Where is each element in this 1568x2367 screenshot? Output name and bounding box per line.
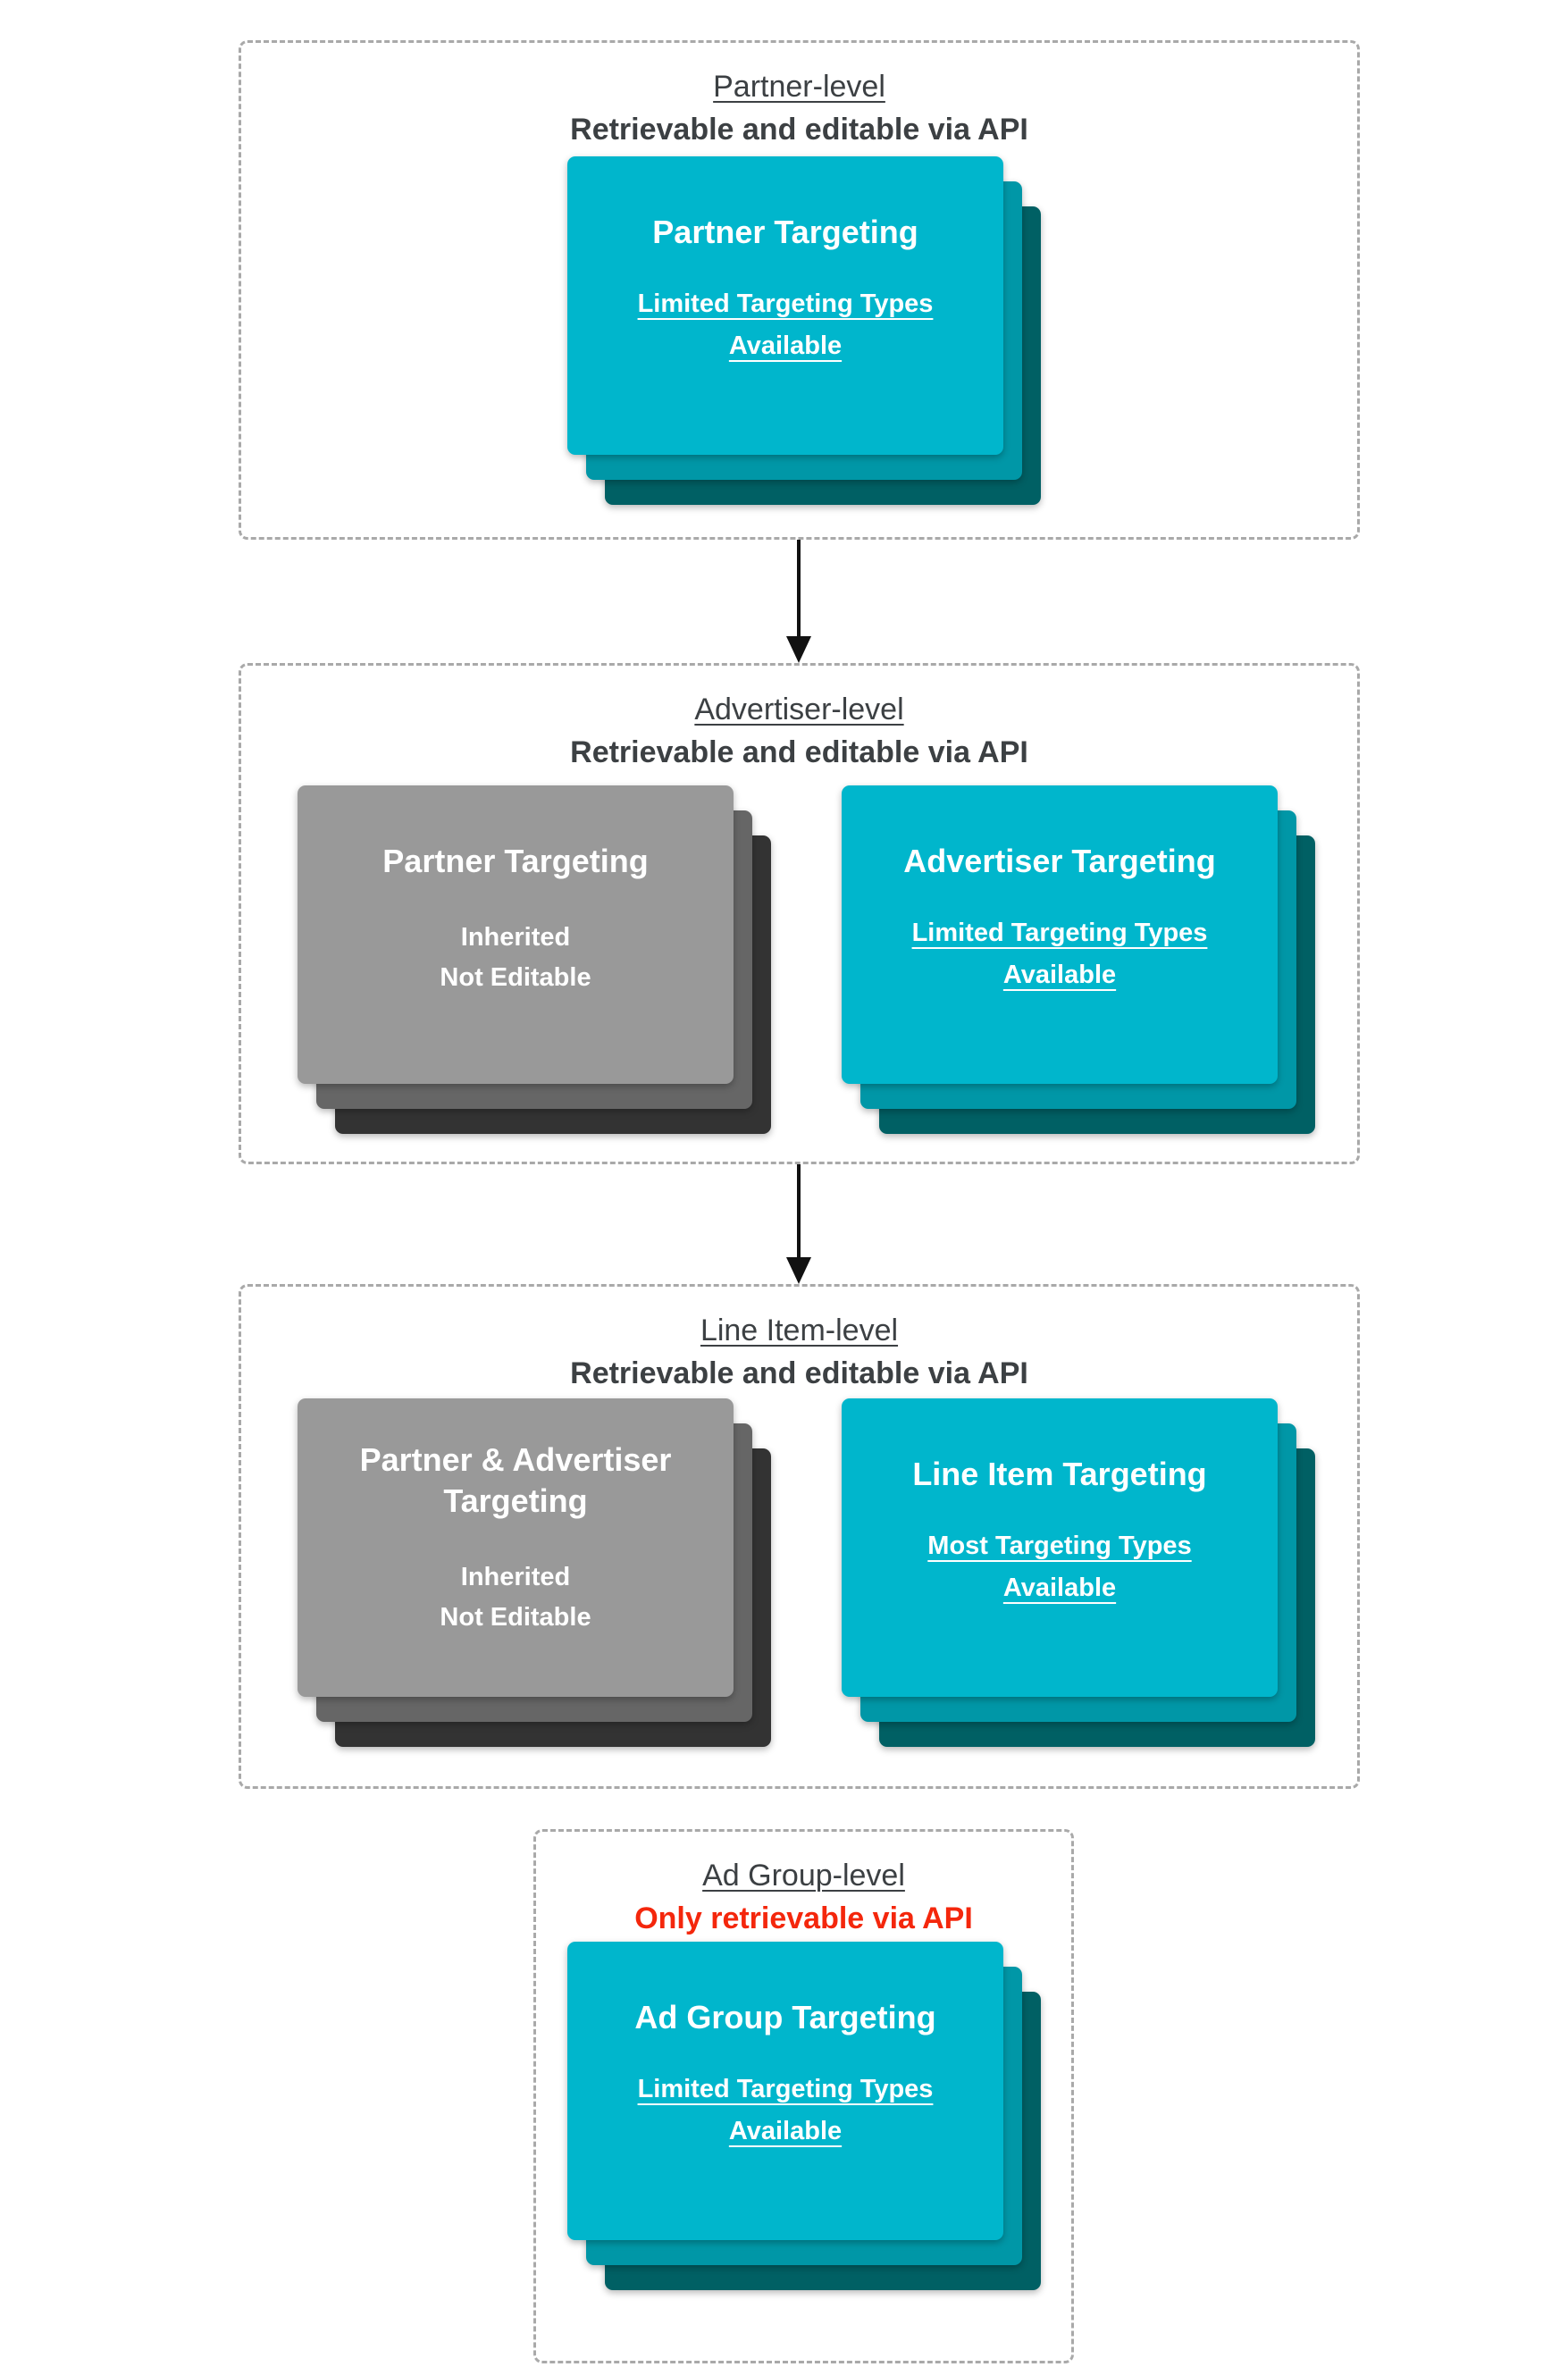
partner-targeting-card: Partner Targeting Limited Targeting Type… — [567, 156, 1003, 455]
card-title-line: Targeting — [443, 1482, 588, 1520]
card-title: Partner Targeting — [382, 843, 649, 879]
section-header: Advertiser-level Retrievable and editabl… — [241, 688, 1357, 775]
card-subtitle-line: Limited Targeting Types — [637, 2075, 934, 2104]
card-subtitle: Inherited Not Editable — [298, 918, 734, 998]
card-subtitle-line: Inherited — [460, 1563, 571, 1592]
level-subtitle: Retrievable and editable via API — [570, 113, 1028, 147]
card-subtitle-line: Limited Targeting Types — [637, 290, 934, 319]
partner-advertiser-targeting-inherited-card: Partner & Advertiser Targeting Inherited… — [298, 1398, 734, 1697]
card-title: Ad Group Targeting — [634, 1999, 936, 2035]
inherited-partner-targeting-card-stack: Partner Targeting Inherited Not Editable — [298, 785, 773, 1136]
card-title: Partner Targeting — [652, 214, 918, 250]
card-title-line: Partner & Advertiser — [359, 1441, 672, 1478]
arrow-down-icon — [786, 1164, 811, 1284]
partner-level-section: Partner-level Retrievable and editable v… — [239, 40, 1360, 540]
card-subtitle-line: Available — [728, 332, 843, 361]
arrow-head — [786, 1257, 811, 1284]
card-title: Line Item Targeting — [912, 1456, 1207, 1492]
line-item-targeting-card: Line Item Targeting Most Targeting Types… — [842, 1398, 1278, 1697]
level-subtitle: Only retrievable via API — [634, 1901, 973, 1936]
card-subtitle-line: Most Targeting Types — [927, 1532, 1192, 1561]
card-subtitle: Limited Targeting Types Available — [567, 2069, 1003, 2153]
section-header: Ad Group-level Only retrievable via API — [536, 1854, 1071, 1941]
arrow-down-icon — [786, 540, 811, 663]
card-subtitle: Limited Targeting Types Available — [567, 283, 1003, 367]
arrow-head — [786, 636, 811, 663]
arrow-shaft — [797, 540, 801, 636]
advertiser-targeting-card-stack: Advertiser Targeting Limited Targeting T… — [842, 785, 1317, 1136]
partner-targeting-card-stack: Partner Targeting Limited Targeting Type… — [567, 156, 1043, 507]
inherited-partner-advertiser-card-stack: Partner & Advertiser Targeting Inherited… — [298, 1398, 773, 1749]
line-item-targeting-card-stack: Line Item Targeting Most Targeting Types… — [842, 1398, 1317, 1749]
card-subtitle: Inherited Not Editable — [298, 1557, 734, 1638]
card-subtitle: Most Targeting Types Available — [842, 1525, 1278, 1609]
card-subtitle-line: Available — [728, 2117, 843, 2146]
line-item-level-section: Line Item-level Retrievable and editable… — [239, 1284, 1360, 1789]
card-subtitle: Limited Targeting Types Available — [842, 912, 1278, 996]
ad-group-targeting-card: Ad Group Targeting Limited Targeting Typ… — [567, 1942, 1003, 2240]
level-title: Line Item-level — [700, 1314, 899, 1347]
advertiser-level-section: Advertiser-level Retrievable and editabl… — [239, 663, 1360, 1164]
card-subtitle-line: Inherited — [460, 923, 571, 953]
advertiser-targeting-card: Advertiser Targeting Limited Targeting T… — [842, 785, 1278, 1084]
arrow-shaft — [797, 1164, 801, 1257]
card-subtitle-line: Limited Targeting Types — [911, 919, 1208, 948]
card-subtitle-line: Available — [1002, 1574, 1117, 1603]
card-title: Partner & Advertiser Targeting — [298, 1440, 734, 1522]
level-title: Advertiser-level — [694, 692, 904, 726]
card-subtitle-line: Not Editable — [440, 963, 591, 993]
ad-group-level-section: Ad Group-level Only retrievable via API … — [533, 1829, 1074, 2363]
section-header: Partner-level Retrievable and editable v… — [241, 65, 1357, 152]
level-subtitle: Retrievable and editable via API — [570, 735, 1028, 770]
card-subtitle-line: Not Editable — [440, 1603, 591, 1633]
partner-targeting-inherited-card: Partner Targeting Inherited Not Editable — [298, 785, 734, 1084]
ad-group-targeting-card-stack: Ad Group Targeting Limited Targeting Typ… — [567, 1942, 1043, 2292]
level-subtitle: Retrievable and editable via API — [570, 1356, 1028, 1391]
section-header: Line Item-level Retrievable and editable… — [241, 1309, 1357, 1396]
card-title: Advertiser Targeting — [903, 843, 1216, 879]
level-title: Partner-level — [713, 70, 885, 104]
level-title: Ad Group-level — [702, 1859, 905, 1893]
card-subtitle-line: Available — [1002, 961, 1117, 990]
